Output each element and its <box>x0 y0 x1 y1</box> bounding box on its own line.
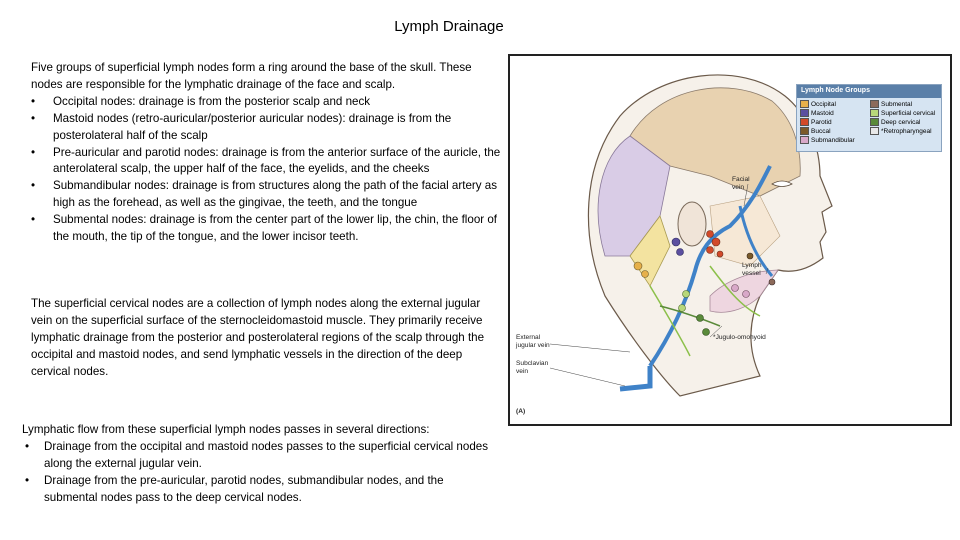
panel-label: (A) <box>516 408 526 415</box>
legend-swatch <box>870 109 879 117</box>
pointer-line <box>549 343 631 353</box>
list-item: Mastoid nodes (retro-auricular/posterior… <box>31 111 501 145</box>
subclavian-vein <box>619 366 653 392</box>
lymph-vessel <box>659 305 721 327</box>
legend-label: Occipital <box>811 100 836 108</box>
legend-item: Deep cervical <box>870 118 938 126</box>
node-groups-list: Occipital nodes: drainage is from the po… <box>31 94 501 246</box>
eye <box>771 180 793 187</box>
jugular-vein <box>648 165 772 368</box>
legend-title: Lymph Node Groups <box>797 85 941 98</box>
legend-item: *Retropharyngeal <box>870 127 938 135</box>
legend-item: Buccal <box>800 127 868 135</box>
pointer-line <box>549 367 626 387</box>
flow-list: Drainage from the occipital and mastoid … <box>22 439 497 507</box>
subclavian-vein-label: Subclavian vein <box>516 360 549 375</box>
legend-label: Superficial cervical <box>881 109 936 117</box>
intro-lead: Five groups of superficial lymph nodes f… <box>31 61 472 91</box>
head-neck-illustration <box>549 74 833 397</box>
legend-item: Mastoid <box>800 109 868 117</box>
list-item: Drainage from the pre-auricular, parotid… <box>22 473 497 507</box>
jugulo-omohyoid-label: *Jugulo-omohyoid <box>713 334 766 341</box>
node-cluster <box>633 230 776 336</box>
anterolateral-scalp-region <box>629 87 801 197</box>
legend-swatch <box>800 136 809 144</box>
list-item: Pre-auricular and parotid nodes: drainag… <box>31 145 501 179</box>
external-jugular-label: External jugular vein <box>516 334 550 349</box>
ear <box>677 201 707 247</box>
lymph-vessel <box>709 265 761 317</box>
legend-swatch <box>800 109 809 117</box>
legend-label: Deep cervical <box>881 118 921 126</box>
legend-item: Occipital <box>800 100 868 108</box>
legend-swatch <box>870 127 879 135</box>
facial-vein-label: Facial vein <box>732 176 750 191</box>
list-item: Occipital nodes: drainage is from the po… <box>31 94 501 111</box>
legend-swatch <box>800 127 809 135</box>
legend-label: Submandibular <box>811 136 855 144</box>
legend-label: Buccal <box>811 127 831 135</box>
legend-label: Mastoid <box>811 109 834 117</box>
legend-swatch <box>870 118 879 126</box>
slide-title: Lymph Drainage <box>394 18 504 35</box>
legend-item: Submandibular <box>800 136 868 144</box>
legend-swatch <box>800 100 809 108</box>
legend-item: Submental <box>870 100 938 108</box>
pointer-line <box>709 325 723 338</box>
intro-section: Five groups of superficial lymph nodes f… <box>31 60 501 246</box>
flow-lead: Lymphatic flow from these superficial ly… <box>22 423 430 436</box>
pointer-line <box>765 267 769 275</box>
pointer-line <box>743 183 749 207</box>
lymph-vessel <box>649 285 691 357</box>
list-item: Drainage from the occipital and mastoid … <box>22 439 497 473</box>
flow-section: Lymphatic flow from these superficial ly… <box>22 422 497 507</box>
list-item: Submandibular nodes: drainage is from st… <box>31 178 501 212</box>
legend-label: Parotid <box>811 118 832 126</box>
legend-item: Superficial cervical <box>870 109 938 117</box>
legend-label: Submental <box>881 100 913 108</box>
legend-swatch <box>870 100 879 108</box>
legend-item: Parotid <box>800 118 868 126</box>
cervical-paragraph: The superficial cervical nodes are a col… <box>31 297 485 378</box>
legend-label: *Retropharyngeal <box>881 127 932 135</box>
legend-swatch <box>800 118 809 126</box>
list-item: Submental nodes: drainage is from the ce… <box>31 212 501 246</box>
lymph-vessel-label: Lymph vessel <box>742 262 762 277</box>
